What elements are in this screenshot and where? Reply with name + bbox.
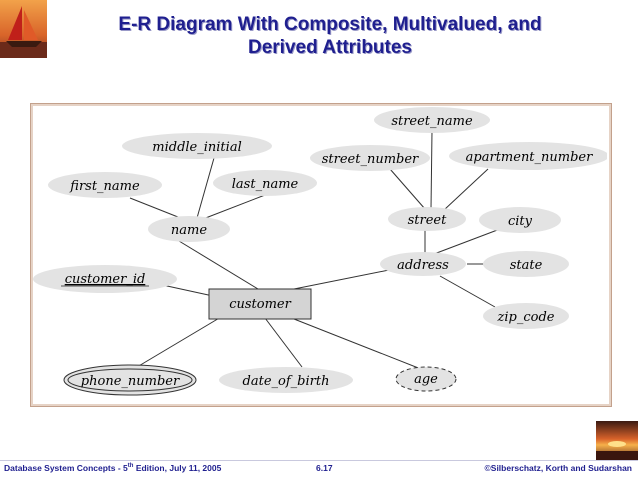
line-zip-code-address (439, 275, 496, 308)
attribute-customer-id: customer_id (33, 265, 177, 293)
attribute-label: date_of_birth (243, 374, 330, 389)
attribute-phone-number-multivalued: phone_number (63, 364, 197, 396)
line-first-name-name (129, 197, 184, 220)
attribute-first-name: first_name (48, 172, 162, 198)
line-middle-initial-name (196, 157, 215, 219)
attribute-street-number: street_number (310, 145, 430, 171)
attribute-label: street_name (391, 114, 473, 129)
line-address-customer (293, 268, 395, 290)
attribute-label: apartment_number (466, 150, 593, 165)
line-city-address (433, 228, 501, 255)
entity-customer: customer (208, 288, 312, 320)
attribute-label: state (510, 258, 543, 273)
footer-copyright: ©Silberschatz, Korth and Sudarshan (484, 463, 632, 473)
attribute-label: name (171, 223, 207, 238)
title-line-1: E-R Diagram With Composite, Multivalued,… (118, 14, 542, 35)
relationship-lines (129, 130, 501, 372)
attribute-label: phone_number (81, 374, 180, 389)
line-apartment-number-street (443, 168, 489, 211)
attribute-label: street (408, 213, 447, 228)
attribute-zip-code: zip_code (483, 303, 569, 329)
line-customer-phone-number (131, 316, 222, 371)
attribute-address: address (380, 252, 466, 276)
line-street-name-street (430, 130, 433, 210)
footer-edition-sup: th (127, 463, 134, 470)
footer-rule (0, 460, 638, 461)
sailboat-logo (0, 0, 47, 58)
entity-label: customer (229, 297, 291, 312)
footer-book: Database System Concepts - 5th Edition, … (4, 463, 221, 473)
slide-title: E-R Diagram With Composite, Multivalued,… (60, 13, 600, 59)
sunset-logo (596, 421, 638, 461)
attribute-name: name (148, 216, 230, 242)
attribute-label: last_name (232, 177, 299, 192)
attribute-state: state (483, 251, 569, 277)
footer-book-text: Database System Concepts - 5 (4, 463, 128, 473)
line-name-customer (178, 240, 259, 290)
key-attribute-label: customer_id (65, 272, 146, 287)
attribute-middle-initial: middle_initial (122, 133, 272, 159)
attribute-label: first_name (69, 179, 140, 194)
title-line-2: Derived Attributes (248, 37, 412, 58)
attribute-age-derived: age (395, 366, 457, 392)
attribute-label: city (508, 214, 533, 229)
footer-edition-text: Edition, July 11, 2005 (133, 463, 222, 473)
line-street-number-street (389, 168, 426, 210)
attribute-date-of-birth: date_of_birth (219, 367, 353, 393)
footer-page-number: 6.17 (316, 463, 333, 473)
attribute-label: street_number (322, 152, 419, 167)
attribute-apartment-number: apartment_number (449, 142, 607, 170)
er-diagram: street_name middle_initial street_number… (33, 107, 607, 396)
line-customer-date-of-birth (264, 317, 303, 368)
attribute-last-name: last_name (213, 170, 317, 196)
attribute-label: zip_code (497, 310, 555, 325)
attribute-street-name: street_name (374, 107, 490, 133)
attribute-label: age (414, 372, 438, 387)
attribute-street: street (388, 207, 466, 231)
line-customer-age (293, 318, 427, 372)
attribute-label: address (397, 258, 449, 273)
attribute-city: city (479, 207, 561, 233)
line-last-name-name (202, 194, 266, 220)
attribute-label: middle_initial (152, 140, 241, 155)
